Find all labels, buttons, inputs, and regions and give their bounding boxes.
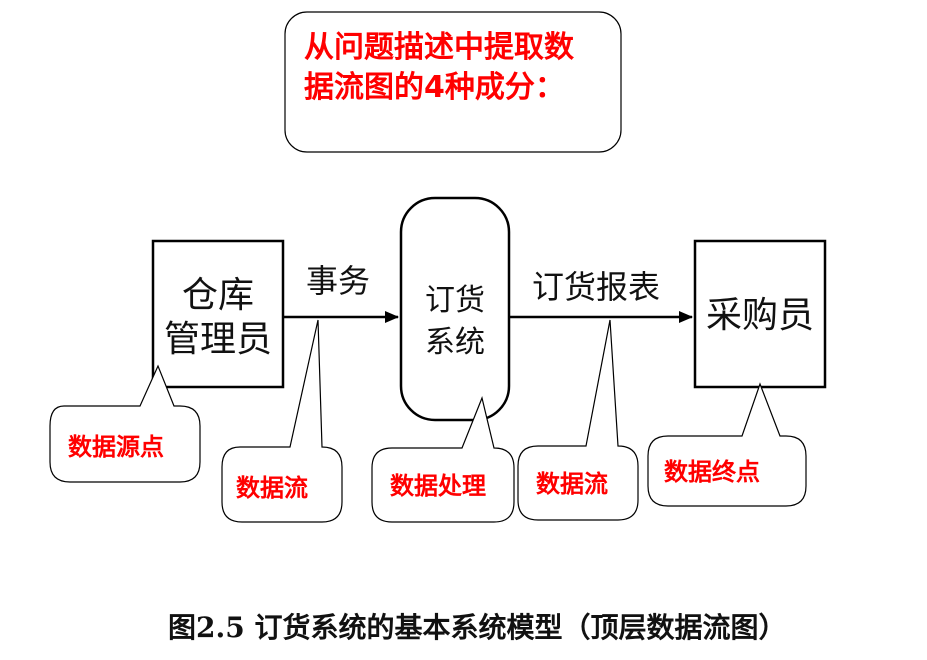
note-flow-left-callout [221,319,343,523]
sink-entity-box [693,239,827,389]
flow-label-left: 事务 [306,262,371,300]
note-source-callout [49,364,201,483]
process-line1: 订货 [425,283,485,318]
process-box [399,196,511,422]
top-callout-box [284,11,622,153]
sink-entity-label: 采购员 [705,295,814,336]
note-flow-right-callout [517,319,639,521]
note-sink-text: 数据终点 [664,458,760,486]
figure-caption: 图2.5 订货系统的基本系统模型（顶层数据流图） [168,611,787,644]
note-process-text: 数据处理 [390,472,486,500]
note-flow-left-text: 数据流 [236,474,308,502]
note-source-text: 数据源点 [68,433,164,461]
top-callout-line1: 从问题描述中提取数 [304,30,574,65]
process-line2: 系统 [425,325,485,360]
note-process-callout [371,396,515,523]
flow-label-right: 订货报表 [532,268,661,306]
source-entity-label: 仓库 管理员 [153,274,283,362]
note-flow-right-text: 数据流 [536,470,608,498]
process-label: 订货 系统 [401,280,509,364]
top-callout-text: 从问题描述中提取数 据流图的4种成分： [304,28,574,108]
source-entity-line2: 管理员 [163,319,272,360]
source-entity-line1: 仓库 [181,275,254,316]
source-entity-box [151,239,285,389]
note-sink-callout [647,382,807,507]
top-callout-line2: 据流图的4种成分： [304,70,565,105]
